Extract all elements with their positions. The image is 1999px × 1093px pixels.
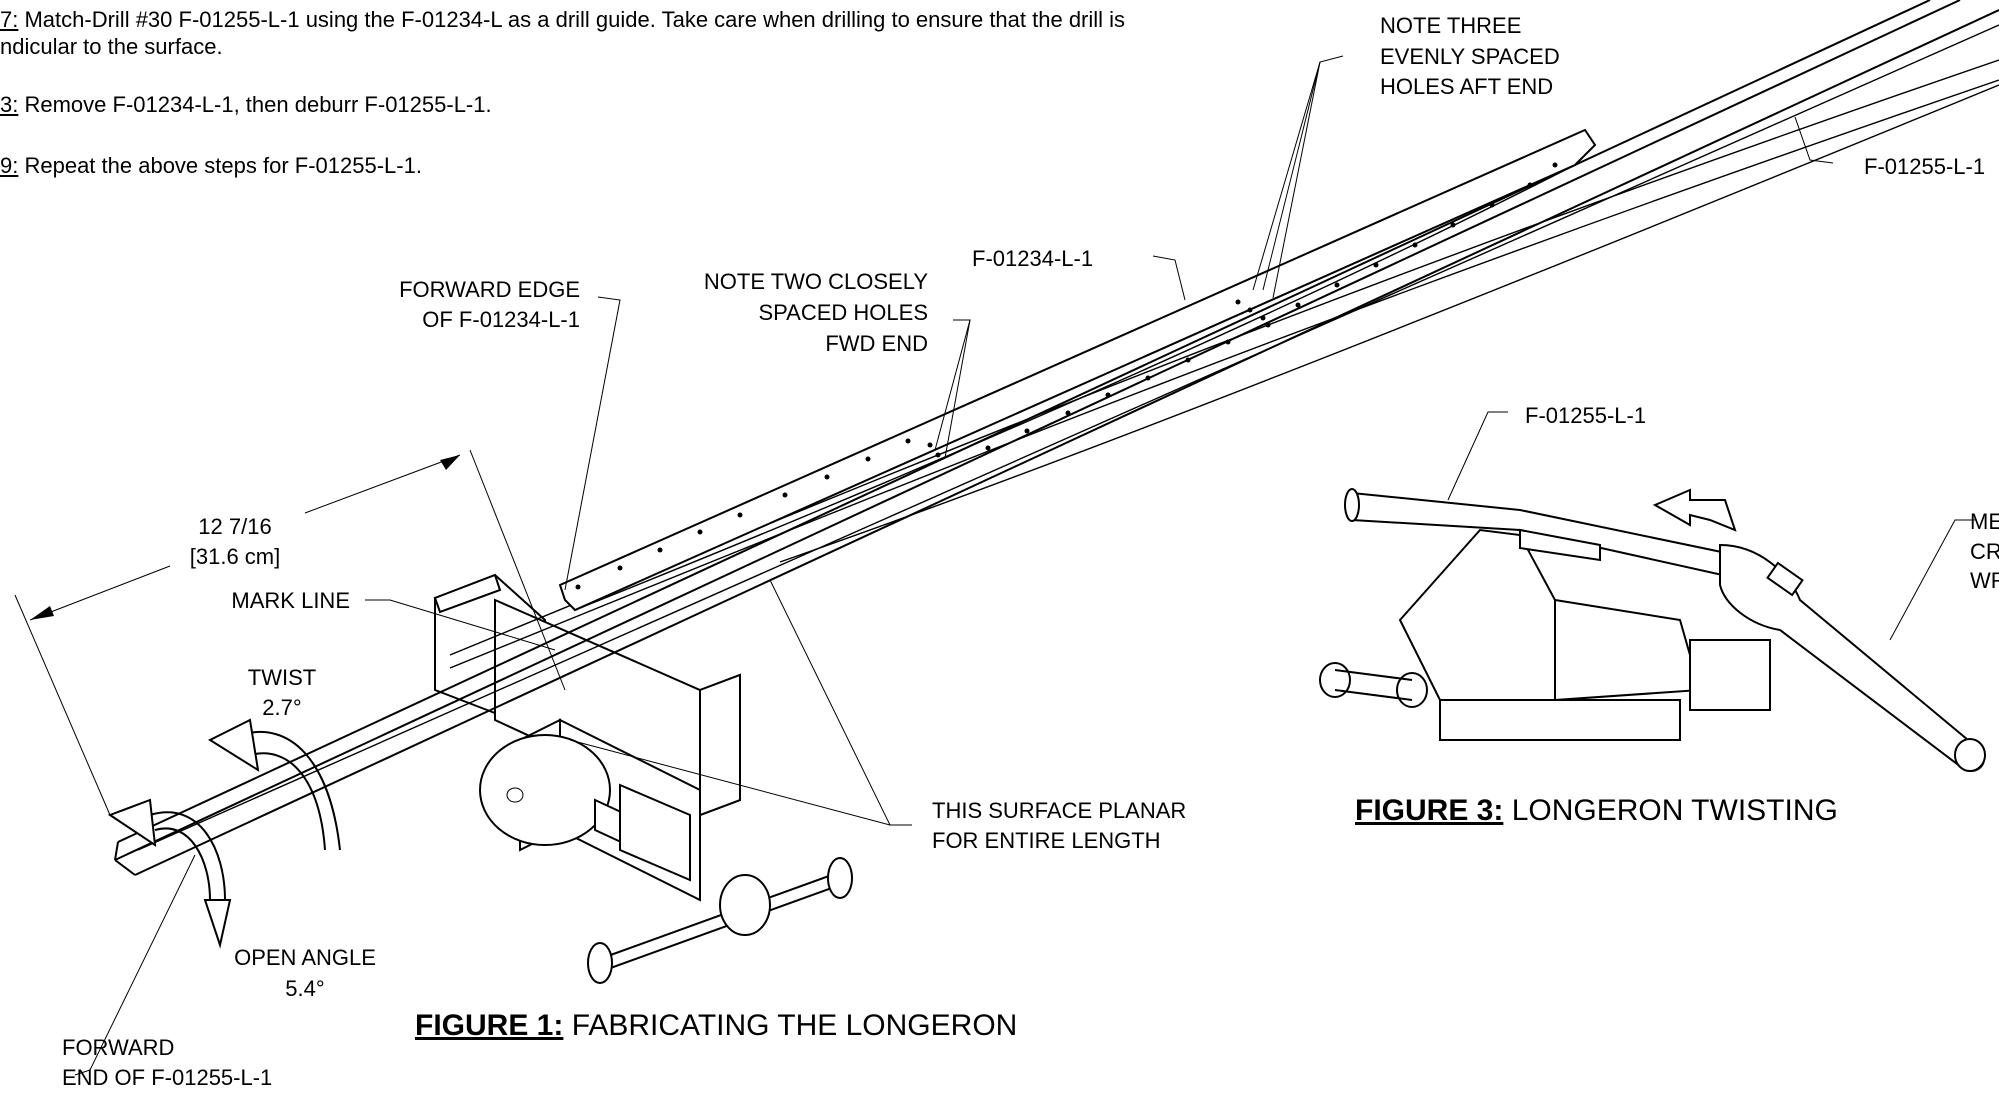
callout-part-f01234: F-01234-L-1 — [972, 246, 1094, 271]
instruction-step-8: 3: Remove F-01234-L-1, then deburr F-012… — [0, 91, 492, 118]
step-7-text: Match-Drill #30 F-01255-L-1 using the F-… — [18, 7, 1126, 32]
callout-part-f01255-fig3: F-01255-L-1 — [1525, 403, 1647, 428]
instruction-step-9: 9: Repeat the above steps for F-01255-L-… — [0, 152, 422, 179]
figure-3-number: FIGURE 3: — [1355, 794, 1504, 827]
callout-surface-planar-line-2: FOR ENTIRE LENGTH — [932, 828, 1161, 853]
figure-1-drawing — [14, 0, 1999, 1076]
callout-forward-edge-line-1: FORWARD EDGE — [399, 277, 580, 302]
callout-open-angle-line-2: 5.4° — [285, 976, 325, 1001]
callout-forward-end-line-1: FORWARD — [62, 1035, 175, 1060]
step-number-7: 7: — [0, 7, 19, 32]
drill-guide-f01234 — [558, 128, 1597, 612]
callout-two-holes-line-2: SPACED HOLES — [758, 300, 928, 325]
dimension-label-imperial: 12 7/16 — [198, 514, 272, 539]
callout-three-holes-line-3: HOLES AFT END — [1380, 74, 1554, 99]
open-angle-arrow — [107, 798, 232, 949]
dimension-label-metric: [31.6 cm] — [189, 544, 281, 569]
callout-twist-line-1: TWIST — [247, 665, 317, 690]
dimension-12-7-16 — [14, 449, 566, 816]
instruction-step-7: 7: Match-Drill #30 F-01255-L-1 using the… — [0, 6, 1125, 33]
twist-arrow — [207, 718, 341, 851]
callout-mark-line: MARK LINE — [231, 588, 350, 613]
figure-1-title: FABRICATING THE LONGERON — [563, 1009, 1018, 1042]
drill-holes — [575, 162, 1558, 590]
leaders-fig3 — [1447, 411, 1975, 641]
instruction-step-7-continuation: ndicular to the surface. — [0, 34, 223, 59]
figure-1-caption: FIGURE 1: FABRICATING THE LONGERON — [415, 1008, 1017, 1044]
callout-surface-planar-line-1: THIS SURFACE PLANAR — [932, 798, 1187, 823]
figure-1-number: FIGURE 1: — [415, 1009, 564, 1042]
bench-vise-fig1 — [433, 573, 853, 984]
callout-twist-line-2: 2.7° — [262, 695, 302, 720]
figure-3-drawing — [1319, 411, 1986, 772]
longeron-angle-f01255 — [114, 0, 1999, 876]
callout-three-holes-line-1: NOTE THREE — [1380, 13, 1522, 38]
leaders-fig1 — [74, 55, 1834, 1076]
wrench — [1719, 543, 1986, 772]
twist-arrow-fig3 — [1652, 488, 1737, 532]
callout-part-f01255-top: F-01255-L-1 — [1864, 154, 1986, 179]
figure-3-title: LONGERON TWISTING — [1503, 794, 1838, 827]
step-8-text: Remove F-01234-L-1, then deburr F-01255-… — [18, 92, 492, 117]
callout-two-holes-line-1: NOTE TWO CLOSELY — [703, 269, 928, 294]
figure-3-caption: FIGURE 3: LONGERON TWISTING — [1355, 793, 1838, 829]
callout-wrench-line-3: WR — [1970, 568, 1999, 593]
callout-forward-edge-line-2: OF F-01234-L-1 — [422, 307, 580, 332]
callout-wrench-line-1: ME — [1970, 509, 1999, 534]
callout-wrench-line-2: CR — [1970, 539, 1999, 564]
step-number-8: 3: — [0, 92, 19, 117]
callout-three-holes-line-2: EVENLY SPACED — [1380, 44, 1560, 69]
bench-vise-fig3 — [1319, 528, 1771, 741]
callout-forward-end-line-2: END OF F-01255-L-1 — [62, 1065, 273, 1090]
callout-open-angle-line-1: OPEN ANGLE — [234, 945, 376, 970]
step-number-9: 9: — [0, 153, 19, 178]
callout-two-holes-line-3: FWD END — [825, 331, 928, 356]
step-9-text: Repeat the above steps for F-01255-L-1. — [18, 153, 422, 178]
